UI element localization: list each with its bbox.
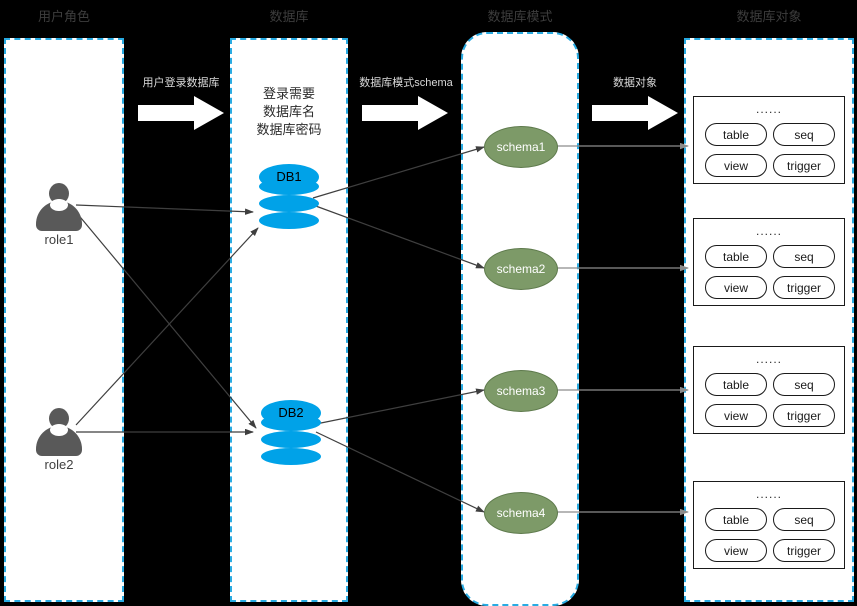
flow-arrow-object: [592, 96, 678, 130]
object-pill-trigger[interactable]: trigger: [773, 154, 835, 177]
flow-arrow-schema: [362, 96, 448, 130]
object-pill-view[interactable]: view: [705, 539, 767, 562]
flow-arrow-login-label: 用户登录数据库: [142, 77, 220, 89]
role-avatar-role2: [36, 408, 82, 456]
db-band: [259, 212, 319, 229]
database-label: DB1: [276, 168, 302, 184]
database-login-note: 登录需要 数据库名 数据库密码: [229, 85, 349, 139]
object-pill-table[interactable]: table: [705, 373, 767, 396]
object-pill-table[interactable]: table: [705, 123, 767, 146]
object-pill-view[interactable]: view: [705, 154, 767, 177]
db-note-line-2: 数据库名: [262, 104, 315, 119]
object-pill-seq[interactable]: seq: [773, 508, 835, 531]
schema-node-schema4: schema4: [484, 492, 558, 534]
person-neck-gap: [50, 199, 68, 211]
db-band: [261, 431, 321, 448]
database-cylinder-db1: DB1: [259, 164, 319, 238]
person-head-icon: [49, 183, 69, 204]
lane-title-schema: 数据库模式: [487, 9, 553, 24]
db-note-line-1: 登录需要: [262, 86, 315, 101]
flow-arrow-object-label: 数据对象: [613, 77, 657, 89]
db-top-disc: DB1: [259, 164, 319, 190]
object-pill-trigger[interactable]: trigger: [773, 539, 835, 562]
ellipsis-label: ......: [755, 487, 782, 501]
object-box-1: ...... table seq view trigger: [693, 96, 845, 184]
ellipsis-label: ......: [755, 224, 782, 238]
db-band: [261, 448, 321, 465]
object-box-4: ...... table seq view trigger: [693, 481, 845, 569]
ellipsis-label: ......: [755, 102, 782, 116]
flow-arrow-login: [138, 96, 224, 130]
lane-title-role: 用户角色: [37, 9, 90, 24]
schema-node-schema1: schema1: [484, 126, 558, 168]
db-top-disc: DB2: [261, 400, 321, 426]
object-pill-table[interactable]: table: [705, 508, 767, 531]
role-label-role1: role1: [44, 232, 74, 247]
schema-label: schema3: [496, 384, 546, 398]
schema-label: schema1: [496, 140, 546, 154]
object-pill-seq[interactable]: seq: [773, 123, 835, 146]
role-label-role2: role2: [44, 457, 74, 472]
lane-title-object: 数据库对象: [736, 9, 802, 24]
object-pill-view[interactable]: view: [705, 276, 767, 299]
person-neck-gap: [50, 424, 68, 436]
object-box-2: ...... table seq view trigger: [693, 218, 845, 306]
database-label: DB2: [278, 404, 304, 420]
person-head-icon: [49, 408, 69, 429]
lane-role: [4, 38, 124, 602]
object-box-3: ...... table seq view trigger: [693, 346, 845, 434]
ellipsis-label: ......: [755, 352, 782, 366]
db-note-line-3: 数据库密码: [256, 122, 322, 137]
object-pill-seq[interactable]: seq: [773, 245, 835, 268]
flow-arrow-schema-label: 数据库模式schema: [359, 77, 453, 89]
schema-label: schema4: [496, 506, 546, 520]
object-pill-trigger[interactable]: trigger: [773, 276, 835, 299]
lane-title-database: 数据库: [269, 9, 309, 24]
schema-node-schema2: schema2: [484, 248, 558, 290]
schema-label: schema2: [496, 262, 546, 276]
object-pill-seq[interactable]: seq: [773, 373, 835, 396]
role-avatar-role1: [36, 183, 82, 231]
database-cylinder-db2: DB2: [261, 400, 321, 474]
schema-node-schema3: schema3: [484, 370, 558, 412]
object-pill-table[interactable]: table: [705, 245, 767, 268]
db-band: [259, 195, 319, 212]
object-pill-trigger[interactable]: trigger: [773, 404, 835, 427]
object-pill-view[interactable]: view: [705, 404, 767, 427]
